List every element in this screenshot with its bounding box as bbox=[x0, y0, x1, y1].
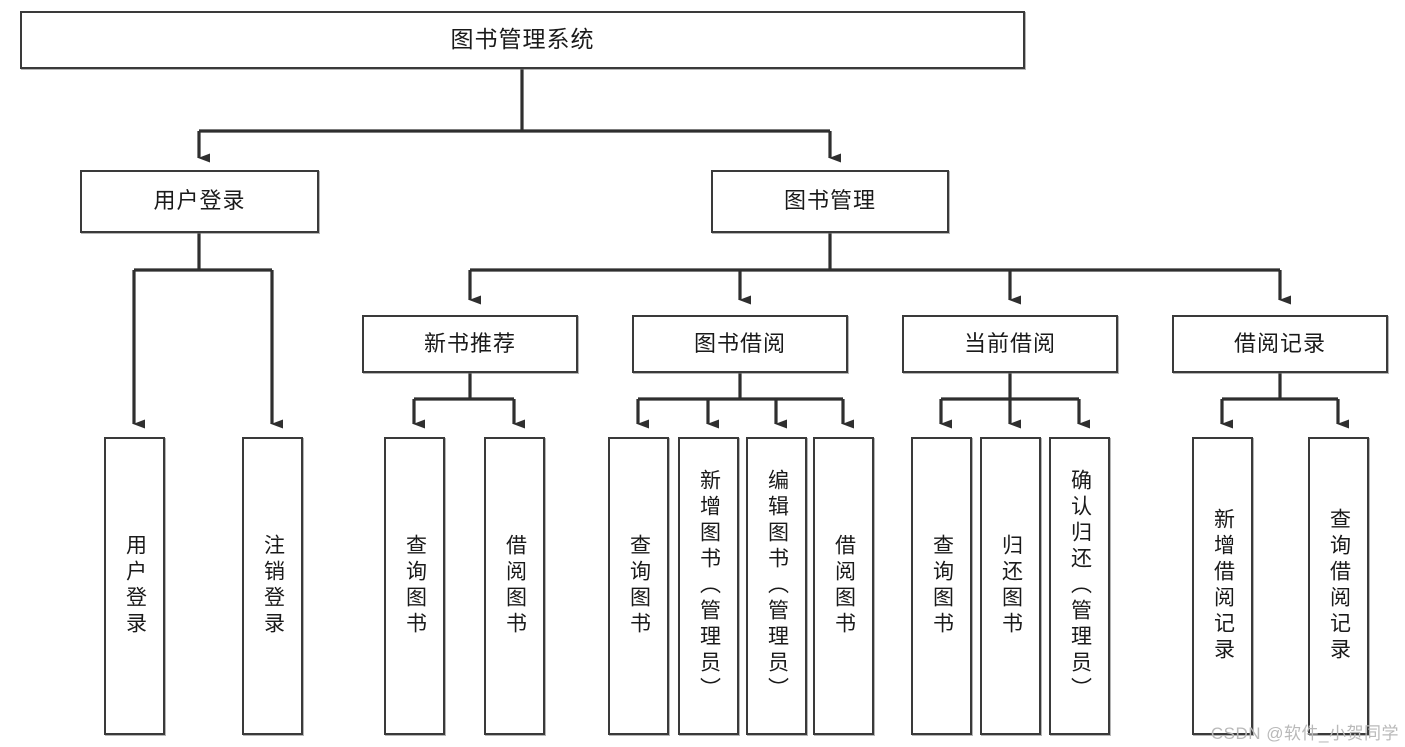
leaf-add-record-label: 新增借阅记录 bbox=[1211, 508, 1235, 664]
leaf-add-book[interactable]: 新增图书（管理员） bbox=[678, 437, 739, 735]
node-book-management-label: 图书管理 bbox=[783, 188, 876, 214]
leaf-confirm-return[interactable]: 确认归还（管理员） bbox=[1049, 437, 1110, 735]
leaf-add-record[interactable]: 新增借阅记录 bbox=[1192, 437, 1253, 735]
leaf-borrow-book-2-label: 借阅图书 bbox=[832, 534, 856, 638]
leaf-edit-book[interactable]: 编辑图书（管理员） bbox=[746, 437, 807, 735]
leaf-borrow-book-1[interactable]: 借阅图书 bbox=[484, 437, 545, 735]
leaf-confirm-return-label: 确认归还（管理员） bbox=[1068, 469, 1092, 703]
leaf-return-book-label: 归还图书 bbox=[999, 534, 1023, 638]
leaf-query-book-1[interactable]: 查询图书 bbox=[384, 437, 445, 735]
node-book-borrow-label: 图书借阅 bbox=[693, 330, 786, 356]
node-book-management[interactable]: 图书管理 bbox=[711, 170, 949, 233]
node-book-borrow[interactable]: 图书借阅 bbox=[632, 315, 848, 373]
node-current-borrow[interactable]: 当前借阅 bbox=[902, 315, 1118, 373]
leaf-query-record[interactable]: 查询借阅记录 bbox=[1308, 437, 1369, 735]
leaf-query-book-3-label: 查询图书 bbox=[930, 534, 954, 638]
leaf-return-book[interactable]: 归还图书 bbox=[980, 437, 1041, 735]
node-root-label: 图书管理系统 bbox=[450, 26, 595, 53]
leaf-query-book-2[interactable]: 查询图书 bbox=[608, 437, 669, 735]
node-new-book-recommend[interactable]: 新书推荐 bbox=[362, 315, 578, 373]
leaf-logout-login[interactable]: 注销登录 bbox=[242, 437, 303, 735]
leaf-borrow-book-1-label: 借阅图书 bbox=[503, 534, 527, 638]
leaf-edit-book-label: 编辑图书（管理员） bbox=[765, 469, 789, 703]
leaf-user-login[interactable]: 用户登录 bbox=[104, 437, 165, 735]
node-current-borrow-label: 当前借阅 bbox=[963, 330, 1056, 356]
leaf-borrow-book-2[interactable]: 借阅图书 bbox=[813, 437, 874, 735]
node-new-book-recommend-label: 新书推荐 bbox=[423, 330, 516, 356]
node-user-login-label: 用户登录 bbox=[153, 188, 246, 214]
leaf-user-login-label: 用户登录 bbox=[123, 534, 147, 638]
node-root[interactable]: 图书管理系统 bbox=[20, 11, 1025, 69]
leaf-add-book-label: 新增图书（管理员） bbox=[697, 469, 721, 703]
leaf-query-book-2-label: 查询图书 bbox=[627, 534, 651, 638]
leaf-logout-login-label: 注销登录 bbox=[261, 534, 285, 638]
leaf-query-book-1-label: 查询图书 bbox=[403, 534, 427, 638]
leaf-query-record-label: 查询借阅记录 bbox=[1327, 508, 1351, 664]
node-borrow-record[interactable]: 借阅记录 bbox=[1172, 315, 1388, 373]
leaf-query-book-3[interactable]: 查询图书 bbox=[911, 437, 972, 735]
node-user-login[interactable]: 用户登录 bbox=[80, 170, 319, 233]
node-borrow-record-label: 借阅记录 bbox=[1233, 330, 1326, 356]
